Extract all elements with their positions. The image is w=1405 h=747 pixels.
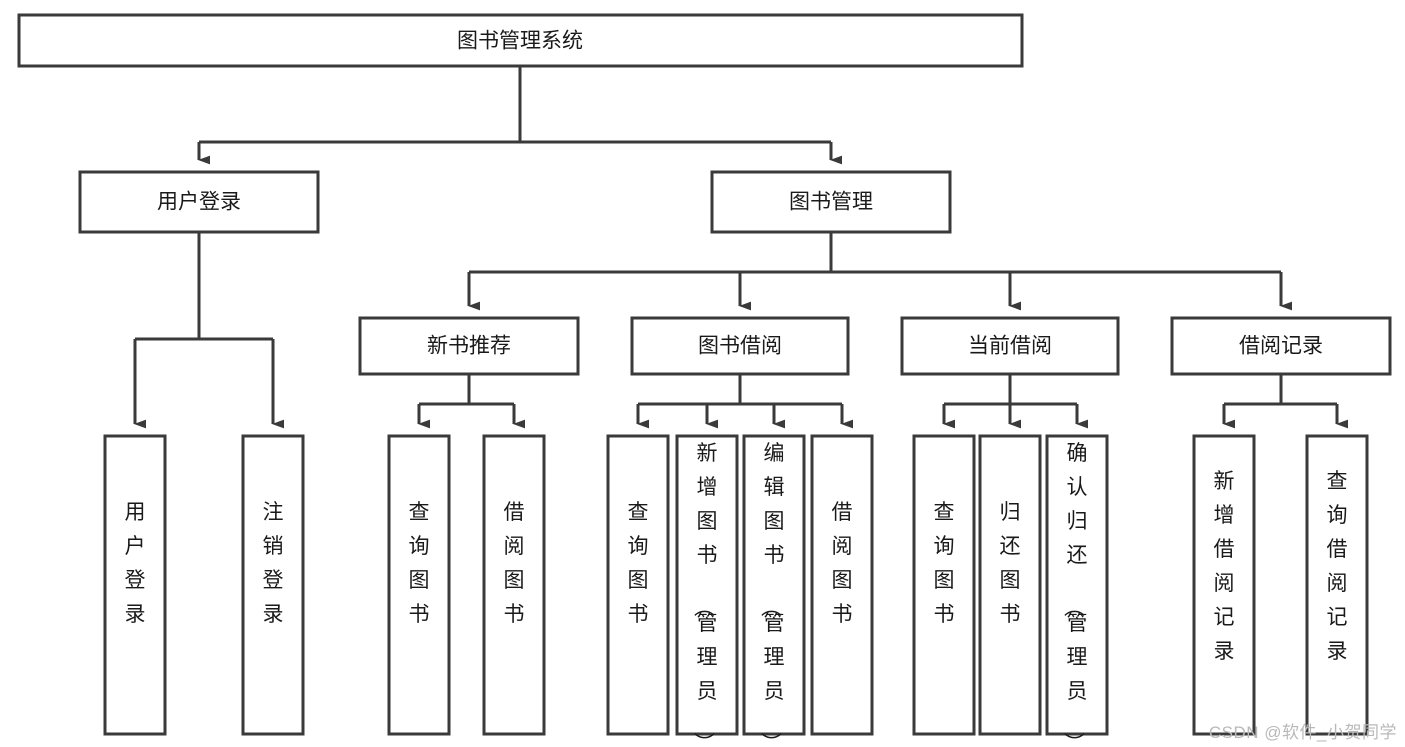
leaf-current-borrow-3[interactable]: 确认归还（管理员） bbox=[1045, 434, 1109, 747]
leaf-book-borrow-1[interactable]: 查询图书 bbox=[606, 434, 670, 736]
node-new-book-recommend-label: 新书推荐 bbox=[427, 335, 511, 358]
leaf-borrow-record-2[interactable]: 查询借阅记录 bbox=[1305, 434, 1369, 736]
leaf-user-login-1-label: 用户登录 bbox=[125, 501, 146, 626]
leaf-current-borrow-1[interactable]: 查询图书 bbox=[912, 434, 976, 736]
leaf-new-book-2[interactable]: 借阅图书 bbox=[482, 434, 546, 736]
leaf-user-login-1-box[interactable] bbox=[103, 434, 167, 736]
leaf-current-borrow-3-box[interactable] bbox=[1045, 434, 1109, 736]
node-root-label: 图书管理系统 bbox=[457, 30, 583, 53]
node-book-borrow[interactable]: 图书借阅 bbox=[630, 316, 850, 376]
node-book-borrow-box[interactable] bbox=[630, 316, 850, 376]
node-root-box[interactable] bbox=[17, 13, 1024, 68]
node-borrow-record-label: 借阅记录 bbox=[1239, 335, 1323, 358]
leaf-current-borrow-2-label: 归还图书 bbox=[1000, 501, 1021, 626]
node-user-login-label: 用户登录 bbox=[157, 191, 241, 214]
leaf-book-borrow-4[interactable]: 借阅图书 bbox=[810, 434, 874, 736]
leaf-book-borrow-1-box[interactable] bbox=[606, 434, 670, 736]
connector-group-borrow-children bbox=[636, 374, 853, 429]
leaf-book-borrow-4-box[interactable] bbox=[810, 434, 874, 736]
node-borrow-record-box[interactable] bbox=[1170, 316, 1392, 376]
node-user-login[interactable]: 用户登录 bbox=[78, 170, 320, 234]
leaf-new-book-1[interactable]: 查询图书 bbox=[387, 434, 451, 736]
leaf-current-borrow-3-label: 确认归还（管理员） bbox=[1062, 442, 1088, 747]
node-user-login-box[interactable] bbox=[78, 170, 320, 234]
leaf-borrow-record-1-label: 新增借阅记录 bbox=[1214, 470, 1235, 663]
leaf-book-borrow-3-label: 编辑图书（管理员） bbox=[759, 442, 785, 747]
leaf-user-login-2[interactable]: 注销登录 bbox=[241, 434, 305, 736]
leaf-new-book-1-box[interactable] bbox=[387, 434, 451, 736]
leaf-borrow-record-2-label: 查询借阅记录 bbox=[1327, 470, 1348, 663]
node-book-manage[interactable]: 图书管理 bbox=[710, 170, 952, 234]
leaf-book-borrow-2[interactable]: 新增图书（管理员） bbox=[675, 434, 739, 747]
leaf-current-borrow-1-box[interactable] bbox=[912, 434, 976, 736]
leaf-user-login-1[interactable]: 用户登录 bbox=[103, 434, 167, 736]
node-borrow-record[interactable]: 借阅记录 bbox=[1170, 316, 1392, 376]
leaf-user-login-2-label: 注销登录 bbox=[263, 501, 284, 626]
leaf-new-book-2-label: 借阅图书 bbox=[504, 501, 525, 626]
leaf-user-login-2-box[interactable] bbox=[241, 434, 305, 736]
node-current-borrow-label: 当前借阅 bbox=[968, 335, 1052, 358]
csdn-watermark: CSDN @软件_小贺同学 bbox=[1208, 723, 1397, 742]
connector-group-new-book-children bbox=[417, 374, 525, 429]
leaf-book-borrow-1-label: 查询图书 bbox=[628, 501, 649, 626]
connector-group-record-children bbox=[1222, 374, 1348, 429]
node-new-book-recommend[interactable]: 新书推荐 bbox=[358, 316, 580, 376]
node-book-manage-label: 图书管理 bbox=[789, 191, 873, 214]
connector-group-user-login-children bbox=[133, 232, 284, 429]
leaf-new-book-1-label: 查询图书 bbox=[409, 501, 430, 626]
connector-group-current-children bbox=[942, 374, 1088, 429]
node-current-borrow[interactable]: 当前借阅 bbox=[900, 316, 1120, 376]
node-book-manage-box[interactable] bbox=[710, 170, 952, 234]
leaf-book-borrow-3-box[interactable] bbox=[742, 434, 806, 736]
node-current-borrow-box[interactable] bbox=[900, 316, 1120, 376]
leaf-book-borrow-3[interactable]: 编辑图书（管理员） bbox=[742, 434, 806, 747]
leaf-borrow-record-1-box[interactable] bbox=[1192, 434, 1256, 736]
leaf-current-borrow-2[interactable]: 归还图书 bbox=[978, 434, 1042, 736]
leaf-book-borrow-2-box[interactable] bbox=[675, 434, 739, 736]
leaf-book-borrow-4-label: 借阅图书 bbox=[832, 501, 853, 626]
leaf-new-book-2-box[interactable] bbox=[482, 434, 546, 736]
leaf-current-borrow-1-label: 查询图书 bbox=[934, 501, 955, 626]
leaf-book-borrow-2-label: 新增图书（管理员） bbox=[692, 442, 718, 747]
leaf-borrow-record-2-box[interactable] bbox=[1305, 434, 1369, 736]
node-root[interactable]: 图书管理系统 bbox=[17, 13, 1024, 68]
leaf-current-borrow-2-box[interactable] bbox=[978, 434, 1042, 736]
connector-group-book-manage-children bbox=[467, 232, 1292, 311]
node-new-book-recommend-box[interactable] bbox=[358, 316, 580, 376]
node-book-borrow-label: 图书借阅 bbox=[698, 335, 782, 358]
connector-group-root-to-level2 bbox=[197, 66, 842, 165]
leaf-borrow-record-1[interactable]: 新增借阅记录 bbox=[1192, 434, 1256, 736]
